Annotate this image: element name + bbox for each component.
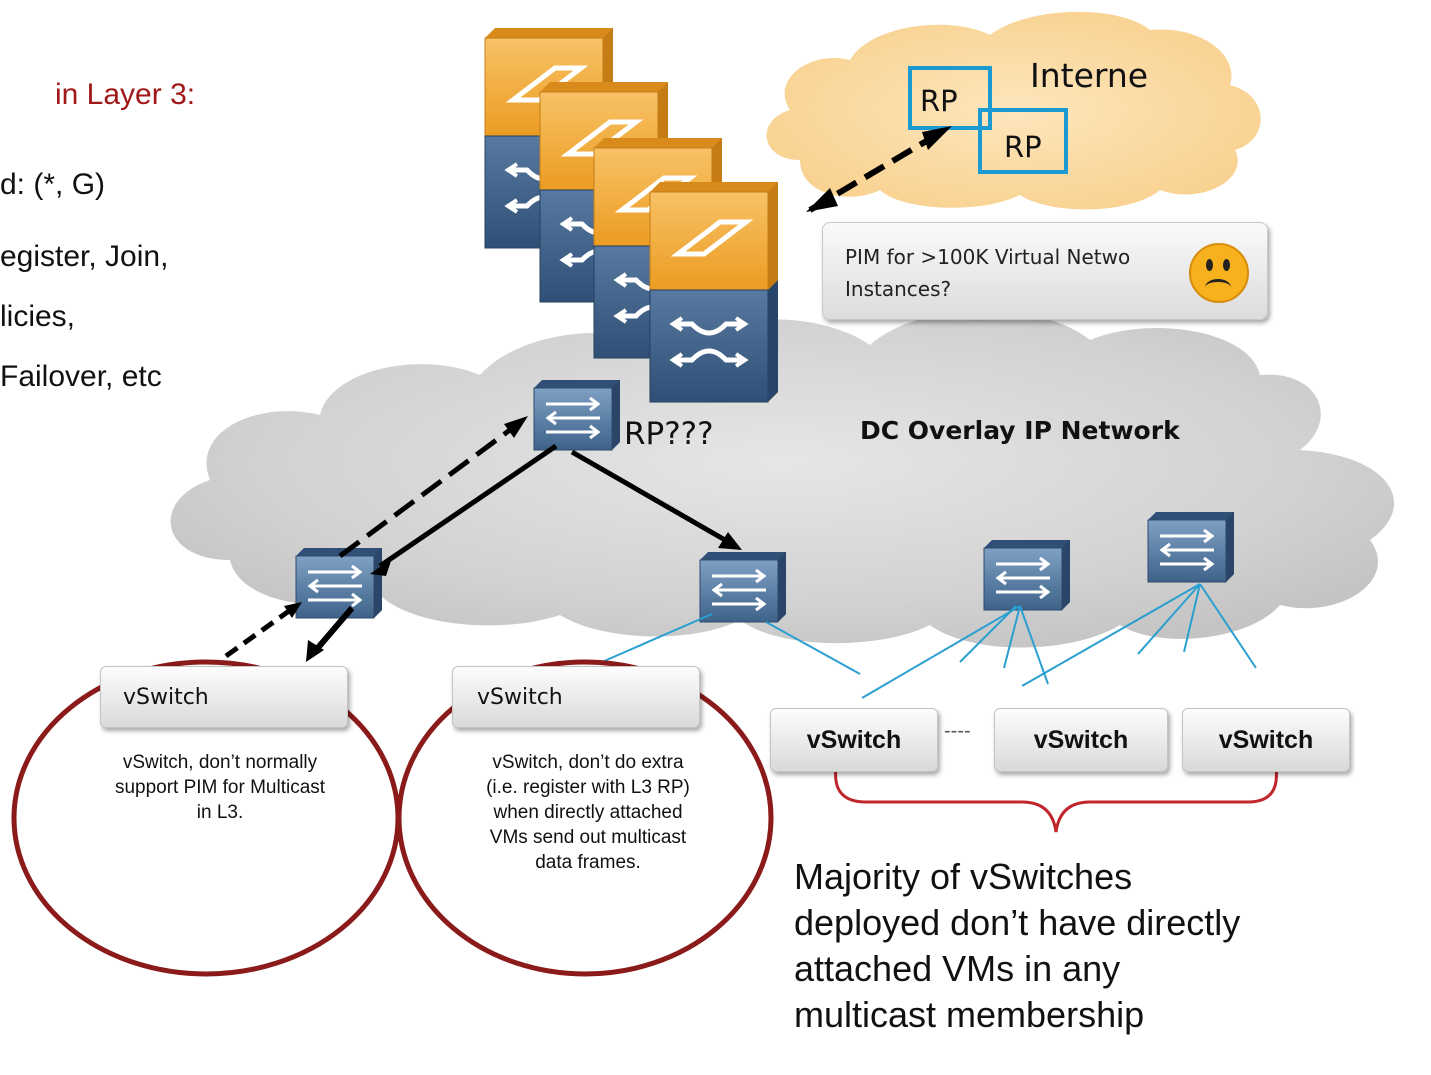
sad-face-icon [1189,243,1249,303]
vswitch-mid-note: vSwitch, don’t do extra (i.e. register w… [438,750,738,875]
vswitch-mid-note-line: vSwitch, don’t do extra [492,752,684,773]
left-text-line2: egister, Join, [0,240,169,273]
layer3-heading: in Layer 3: [55,78,196,111]
vswitch-mid-note-line: when directly attached [493,802,683,823]
dashed-arrow-vswitch-left [224,603,298,659]
vswitch-left-note-line: vSwitch, don’t normally [122,752,318,773]
arrowhead-vswitch-left [284,602,302,618]
vswitch-left-box: vSwitch [100,666,348,728]
vswitch-mid-note-line: VMs send out multicast [489,827,687,848]
vswitch-mid-label: vSwitch [477,684,563,710]
majority-text-line: attached VMs in any [794,948,1121,989]
rp-box-2 [978,108,1068,174]
arrowhead-vswitch-left-down [306,640,324,662]
internet-label: Interne [1030,56,1149,95]
majority-text: Majority of vSwitches deployed don’t hav… [794,854,1240,1038]
arrowhead-rp [504,416,528,438]
majority-text-line: multicast membership [794,994,1145,1035]
arrowhead-left-switch [370,558,392,576]
solid-arrow-to-vswitch-left [313,606,355,652]
rp-label-1: RP [920,84,958,118]
vswitch-group-3: vSwitch [1182,708,1350,772]
left-text-line1: d: (*, G) [0,168,106,201]
dc-overlay-label: DC Overlay IP Network [860,416,1180,445]
rp-question-label: RP??? [624,416,714,452]
dashed-arrow-to-rp [338,421,520,559]
pim-callout: PIM for >100K Virtual Netwo Instances? [822,222,1268,320]
vswitch-mid-note-line: data frames. [535,852,641,873]
solid-arrow-to-left-switch [378,443,558,569]
vswitch-group-1: vSwitch [770,708,938,772]
dc-overlay-cloud [170,310,1395,648]
switch-right-1 [982,538,1072,612]
left-text-line4: Failover, etc [0,360,162,393]
switch-left [294,546,384,620]
arrowhead-internet [922,126,952,150]
blue-links [601,583,1257,699]
vswitch-left-note-line: in L3. [196,802,244,823]
vswitch-dashes: ---- [944,720,971,742]
solid-arrow-to-mid-switch [570,449,734,547]
switch-right-2 [1146,510,1236,584]
arrowhead-router [806,188,838,212]
vswitch-mid-box: vSwitch [452,666,700,728]
majority-text-line: Majority of vSwitches [794,856,1133,897]
arrowhead-mid-switch [718,532,742,550]
pim-callout-line2: Instances? [845,277,952,301]
vswitch-left-note: vSwitch, don’t normally support PIM for … [70,750,370,825]
switch-mid [698,550,788,624]
vswitch-left-label: vSwitch [123,684,209,710]
left-text-line3: licies, [0,300,76,333]
red-brace [834,767,1278,833]
pim-callout-line1: PIM for >100K Virtual Netwo [845,245,1131,269]
switch-rp [532,378,622,452]
vswitch-mid-note-line: (i.e. register with L3 RP) [486,777,690,798]
vswitch-group-2: vSwitch [994,708,1168,772]
majority-text-line: deployed don’t have directly [794,902,1241,943]
ellipse-mid [396,659,774,977]
router-4 [650,182,778,402]
vswitch-left-note-line: support PIM for Multicast [114,777,326,798]
internet-link-arrow [808,127,947,213]
rp-label-2: RP [1004,130,1042,164]
